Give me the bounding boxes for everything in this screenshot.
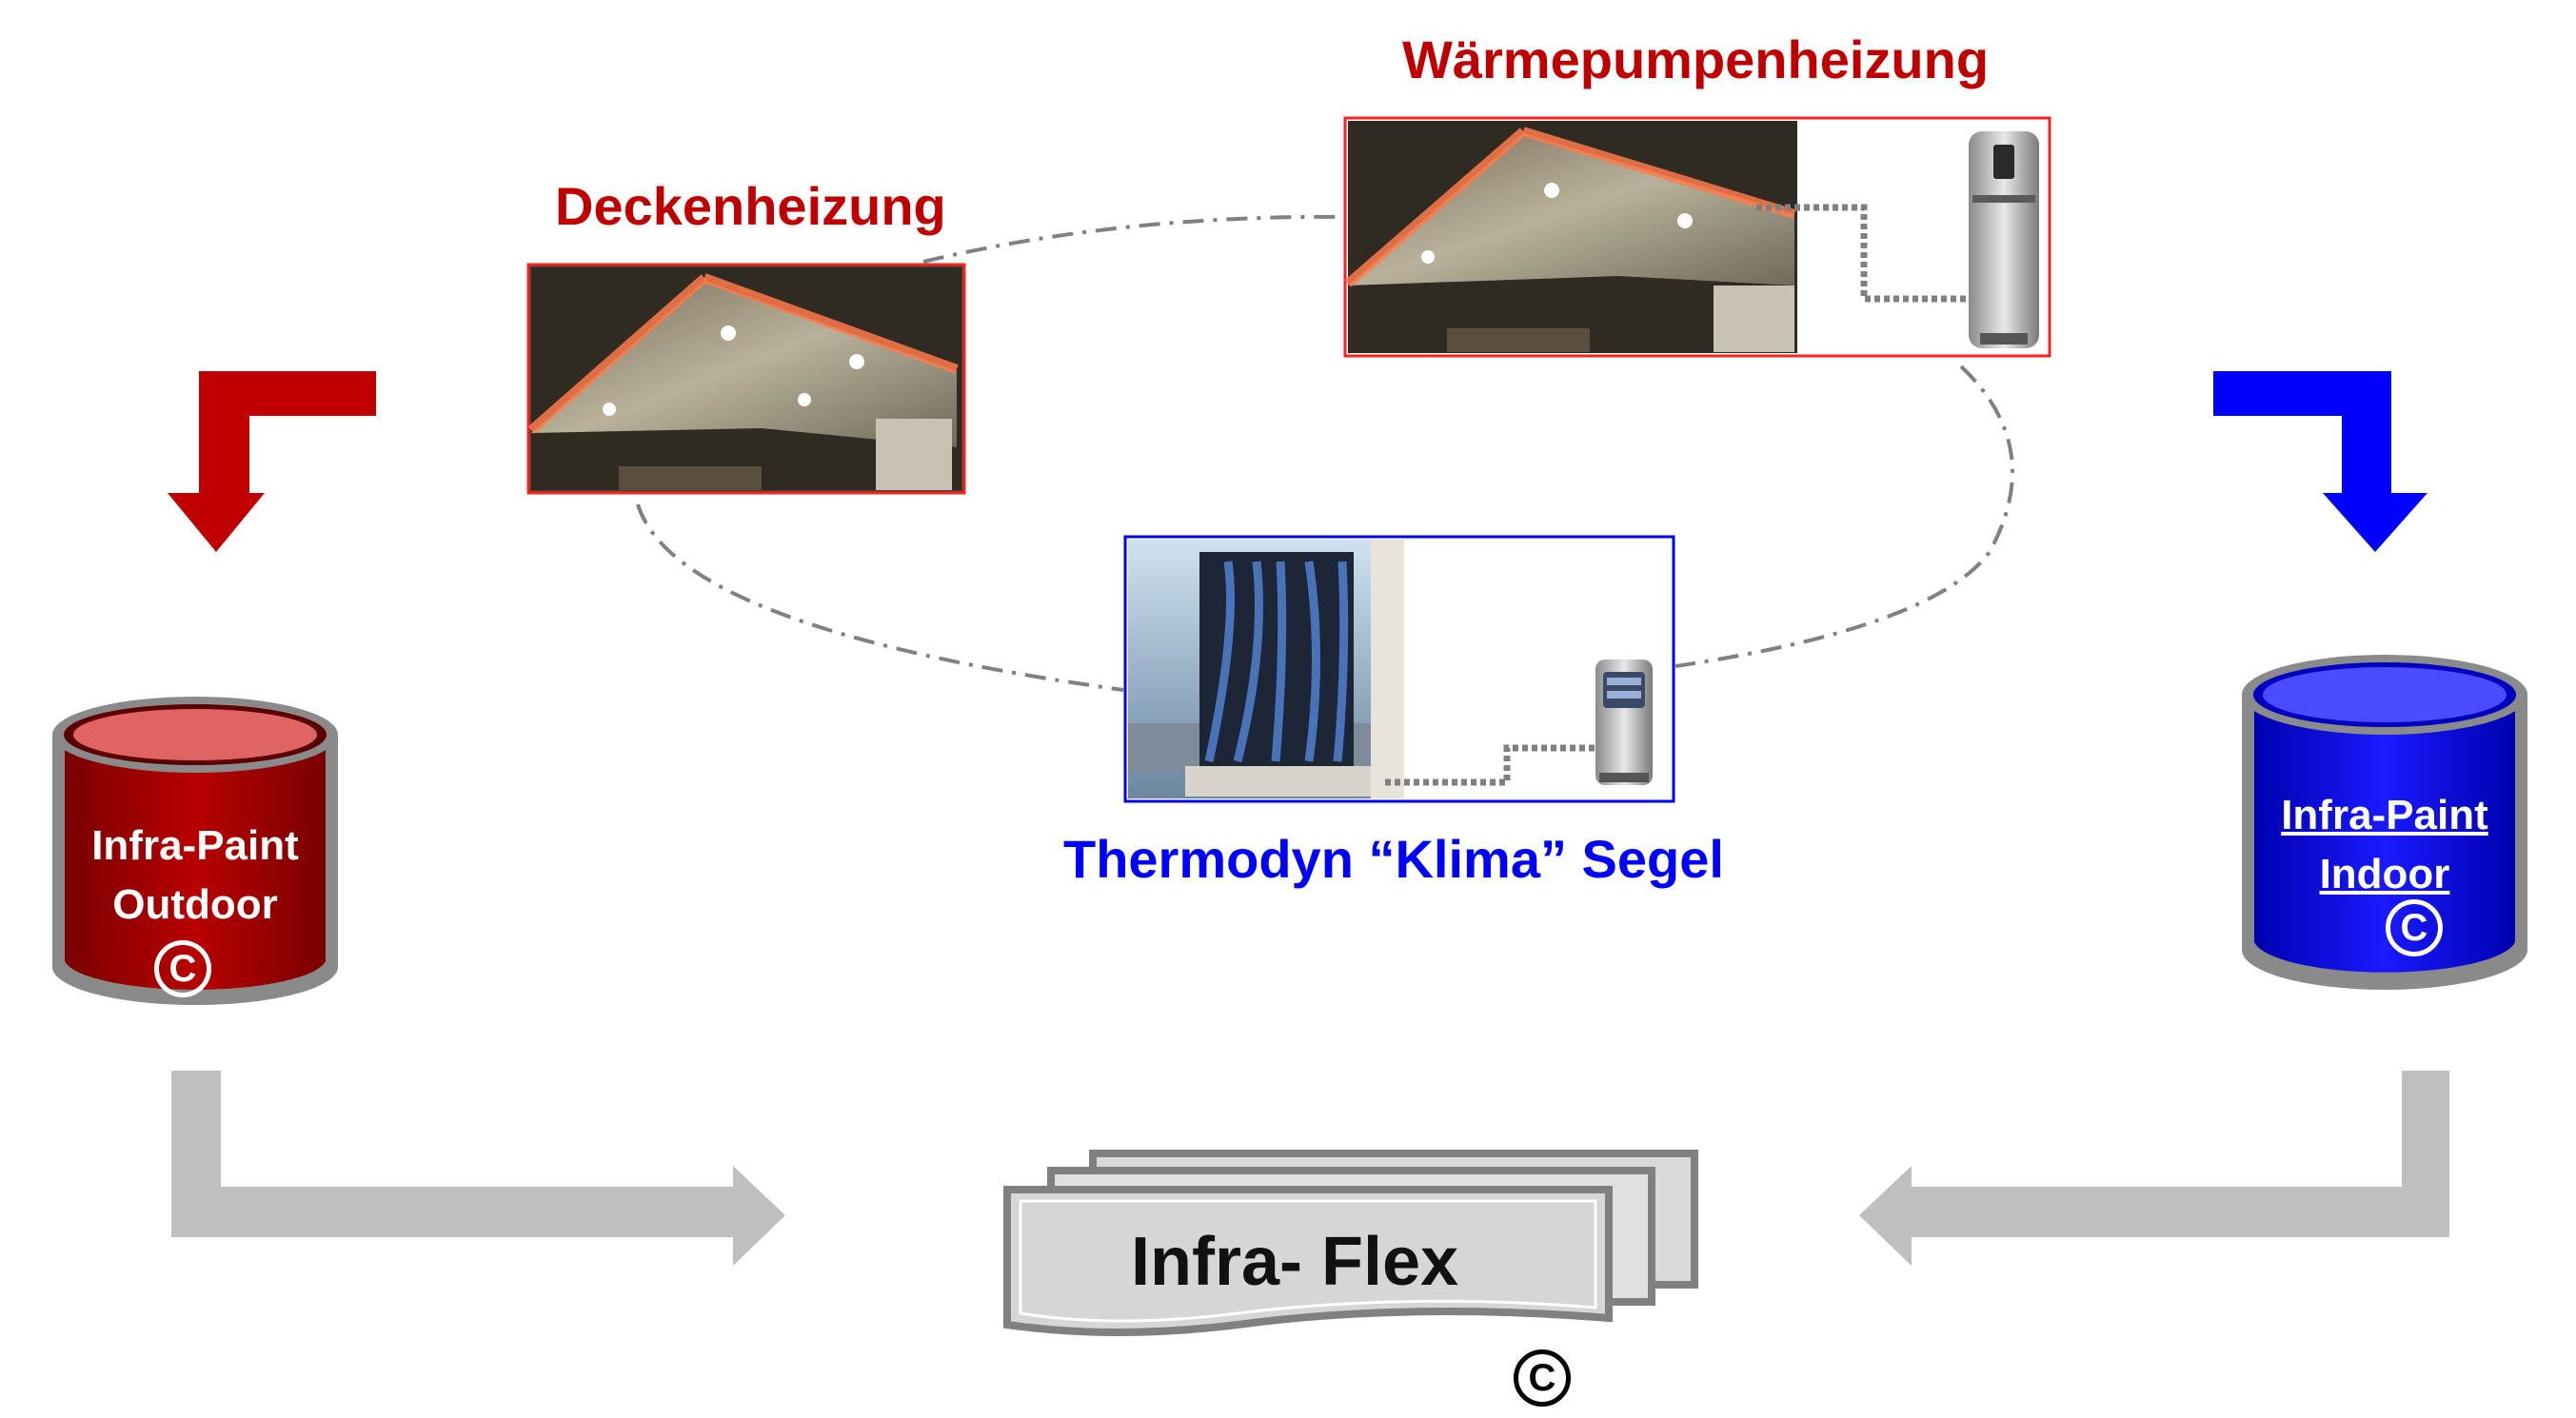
outdoor-paint-bucket-icon xyxy=(52,697,338,1005)
infra-flex-stack xyxy=(1003,1150,1698,1336)
infra-flex-label: Infra- Flex xyxy=(1131,1224,1459,1300)
indoor-paint-bucket-icon xyxy=(2242,655,2527,990)
gray-arrow-right xyxy=(1859,1071,2449,1266)
outdoor-paint-label: Infra-Paint Outdoor xyxy=(52,817,338,935)
outdoor-copyright-icon: C xyxy=(154,940,211,997)
ceiling-heating-label: Deckenheizung xyxy=(555,176,946,236)
outdoor-paint-label-line2: Outdoor xyxy=(112,881,278,928)
indoor-paint-label-line2[interactable]: Indoor xyxy=(2319,851,2450,897)
connection-ellipse xyxy=(636,214,2014,692)
indoor-copyright-icon: C xyxy=(2386,899,2443,956)
gray-arrow-left xyxy=(171,1071,785,1266)
outdoor-paint-label-line1: Infra-Paint xyxy=(91,822,299,869)
heat-pump-heating-photo xyxy=(1343,116,2051,358)
heat-pump-icon xyxy=(1969,131,2039,348)
thermodyn-sail-label: Thermodyn “Klima” Segel xyxy=(1063,829,1724,889)
thermodyn-sail-photo xyxy=(1123,535,1675,803)
infra-flex-copyright-icon: C xyxy=(1514,1349,1571,1407)
ceiling-heating-photo xyxy=(526,263,966,495)
indoor-paint-label-line1[interactable]: Infra-Paint xyxy=(2281,792,2488,838)
heat-pump-heating-label: Wärmepumpenheizung xyxy=(1402,30,1990,89)
red-down-arrow xyxy=(168,371,376,552)
indoor-paint-label: Infra-Paint Indoor xyxy=(2242,786,2527,904)
blue-down-arrow xyxy=(2213,371,2427,552)
